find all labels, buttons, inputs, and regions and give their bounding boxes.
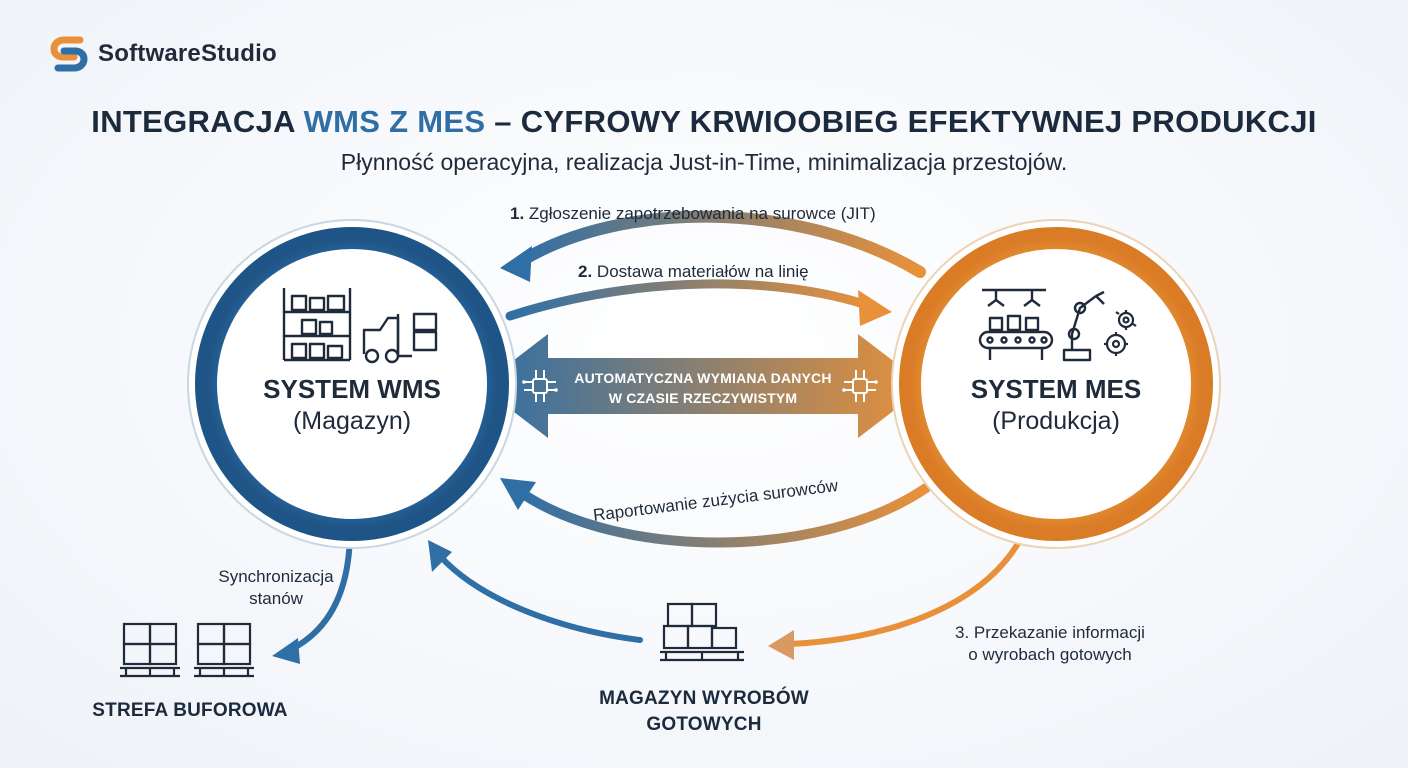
data-exchange-arrow	[480, 334, 926, 438]
page-title: INTEGRACJA WMS Z MES – CYFROWY KRWIOOBIE…	[0, 104, 1408, 140]
step3-line1: 3. Przekazanie informacji	[955, 623, 1145, 642]
arrow-step1	[514, 210, 926, 278]
sync-line2: stanów	[249, 589, 303, 608]
step2-number: 2.	[578, 262, 593, 281]
finished-line2: GOTOWYCH	[646, 714, 762, 735]
brand-logo[interactable]: SoftwareStudio	[50, 34, 277, 74]
conveyor-icon	[978, 288, 1137, 362]
finished-goods-label: MAGAZYN WYROBÓW GOTOWYCH	[584, 686, 824, 738]
sync-label: Synchronizacja stanów	[196, 566, 356, 610]
brand-name: SoftwareStudio	[98, 40, 277, 67]
arrow-step2	[505, 279, 875, 321]
gears-icon	[1104, 310, 1137, 356]
circuit-chip-icon	[522, 370, 558, 402]
wms-circle	[187, 219, 517, 549]
step1-label: 1. Zgłoszenie zapotrzebowania na surowce…	[510, 204, 876, 224]
exchange-line2: W CZASIE RZECZYWISTYM	[608, 390, 798, 406]
wms-title: SYSTEM WMS	[263, 374, 441, 404]
finished-line1: MAGAZYN WYROBÓW	[599, 688, 809, 709]
step1-text-main: Zgłoszenie zapotrzebowania na surowce (J…	[524, 204, 876, 223]
forklift-icon	[362, 312, 438, 364]
robot-arm-icon	[1062, 290, 1105, 362]
step3-label: 3. Przekazanie informacji o wyrobach got…	[930, 622, 1170, 666]
wms-label: SYSTEM WMS (Magazyn)	[222, 374, 482, 436]
pallet-boxes-icon	[120, 622, 254, 678]
buffer-zone-label: STREFA BUFOROWA	[92, 700, 288, 721]
data-exchange-label: AUTOMATYCZNA WYMIANA DANYCH W CZASIE RZE…	[560, 368, 846, 408]
step2-label: 2. Dostawa materiałów na linię	[578, 262, 809, 282]
warehouse-rack-icon	[282, 288, 438, 364]
step2-text: Dostawa materiałów na linię	[592, 262, 809, 281]
arrow-step3	[787, 537, 1023, 647]
circuit-chip-icon	[842, 370, 878, 402]
mes-label: SYSTEM MES (Produkcja)	[926, 374, 1186, 436]
title-highlight: WMS Z MES	[303, 104, 486, 139]
wms-subtitle: (Magazyn)	[292, 407, 412, 435]
logo-icon	[50, 36, 88, 72]
sync-line1: Synchronizacja	[218, 567, 334, 586]
step1-number: 1.	[510, 204, 525, 223]
arrow-sync	[287, 527, 353, 653]
title-part2: – CYFROWY KRWIOOBIEG EFEKTYWNEJ PRODUKCJ…	[485, 104, 1317, 139]
arrow-report	[515, 483, 931, 548]
title-part1: INTEGRACJA	[91, 104, 304, 139]
mes-title: SYSTEM MES	[970, 374, 1142, 404]
mes-subtitle: (Produkcja)	[992, 407, 1120, 435]
arrow-finished-to-wms	[437, 553, 643, 643]
pallet-boxes-icon	[660, 602, 744, 662]
step3-line2: o wyrobach gotowych	[968, 645, 1132, 664]
page-subtitle: Płynność operacyjna, realizacja Just-in-…	[340, 149, 1068, 175]
exchange-line1: AUTOMATYCZNA WYMIANA DANYCH	[574, 370, 832, 386]
